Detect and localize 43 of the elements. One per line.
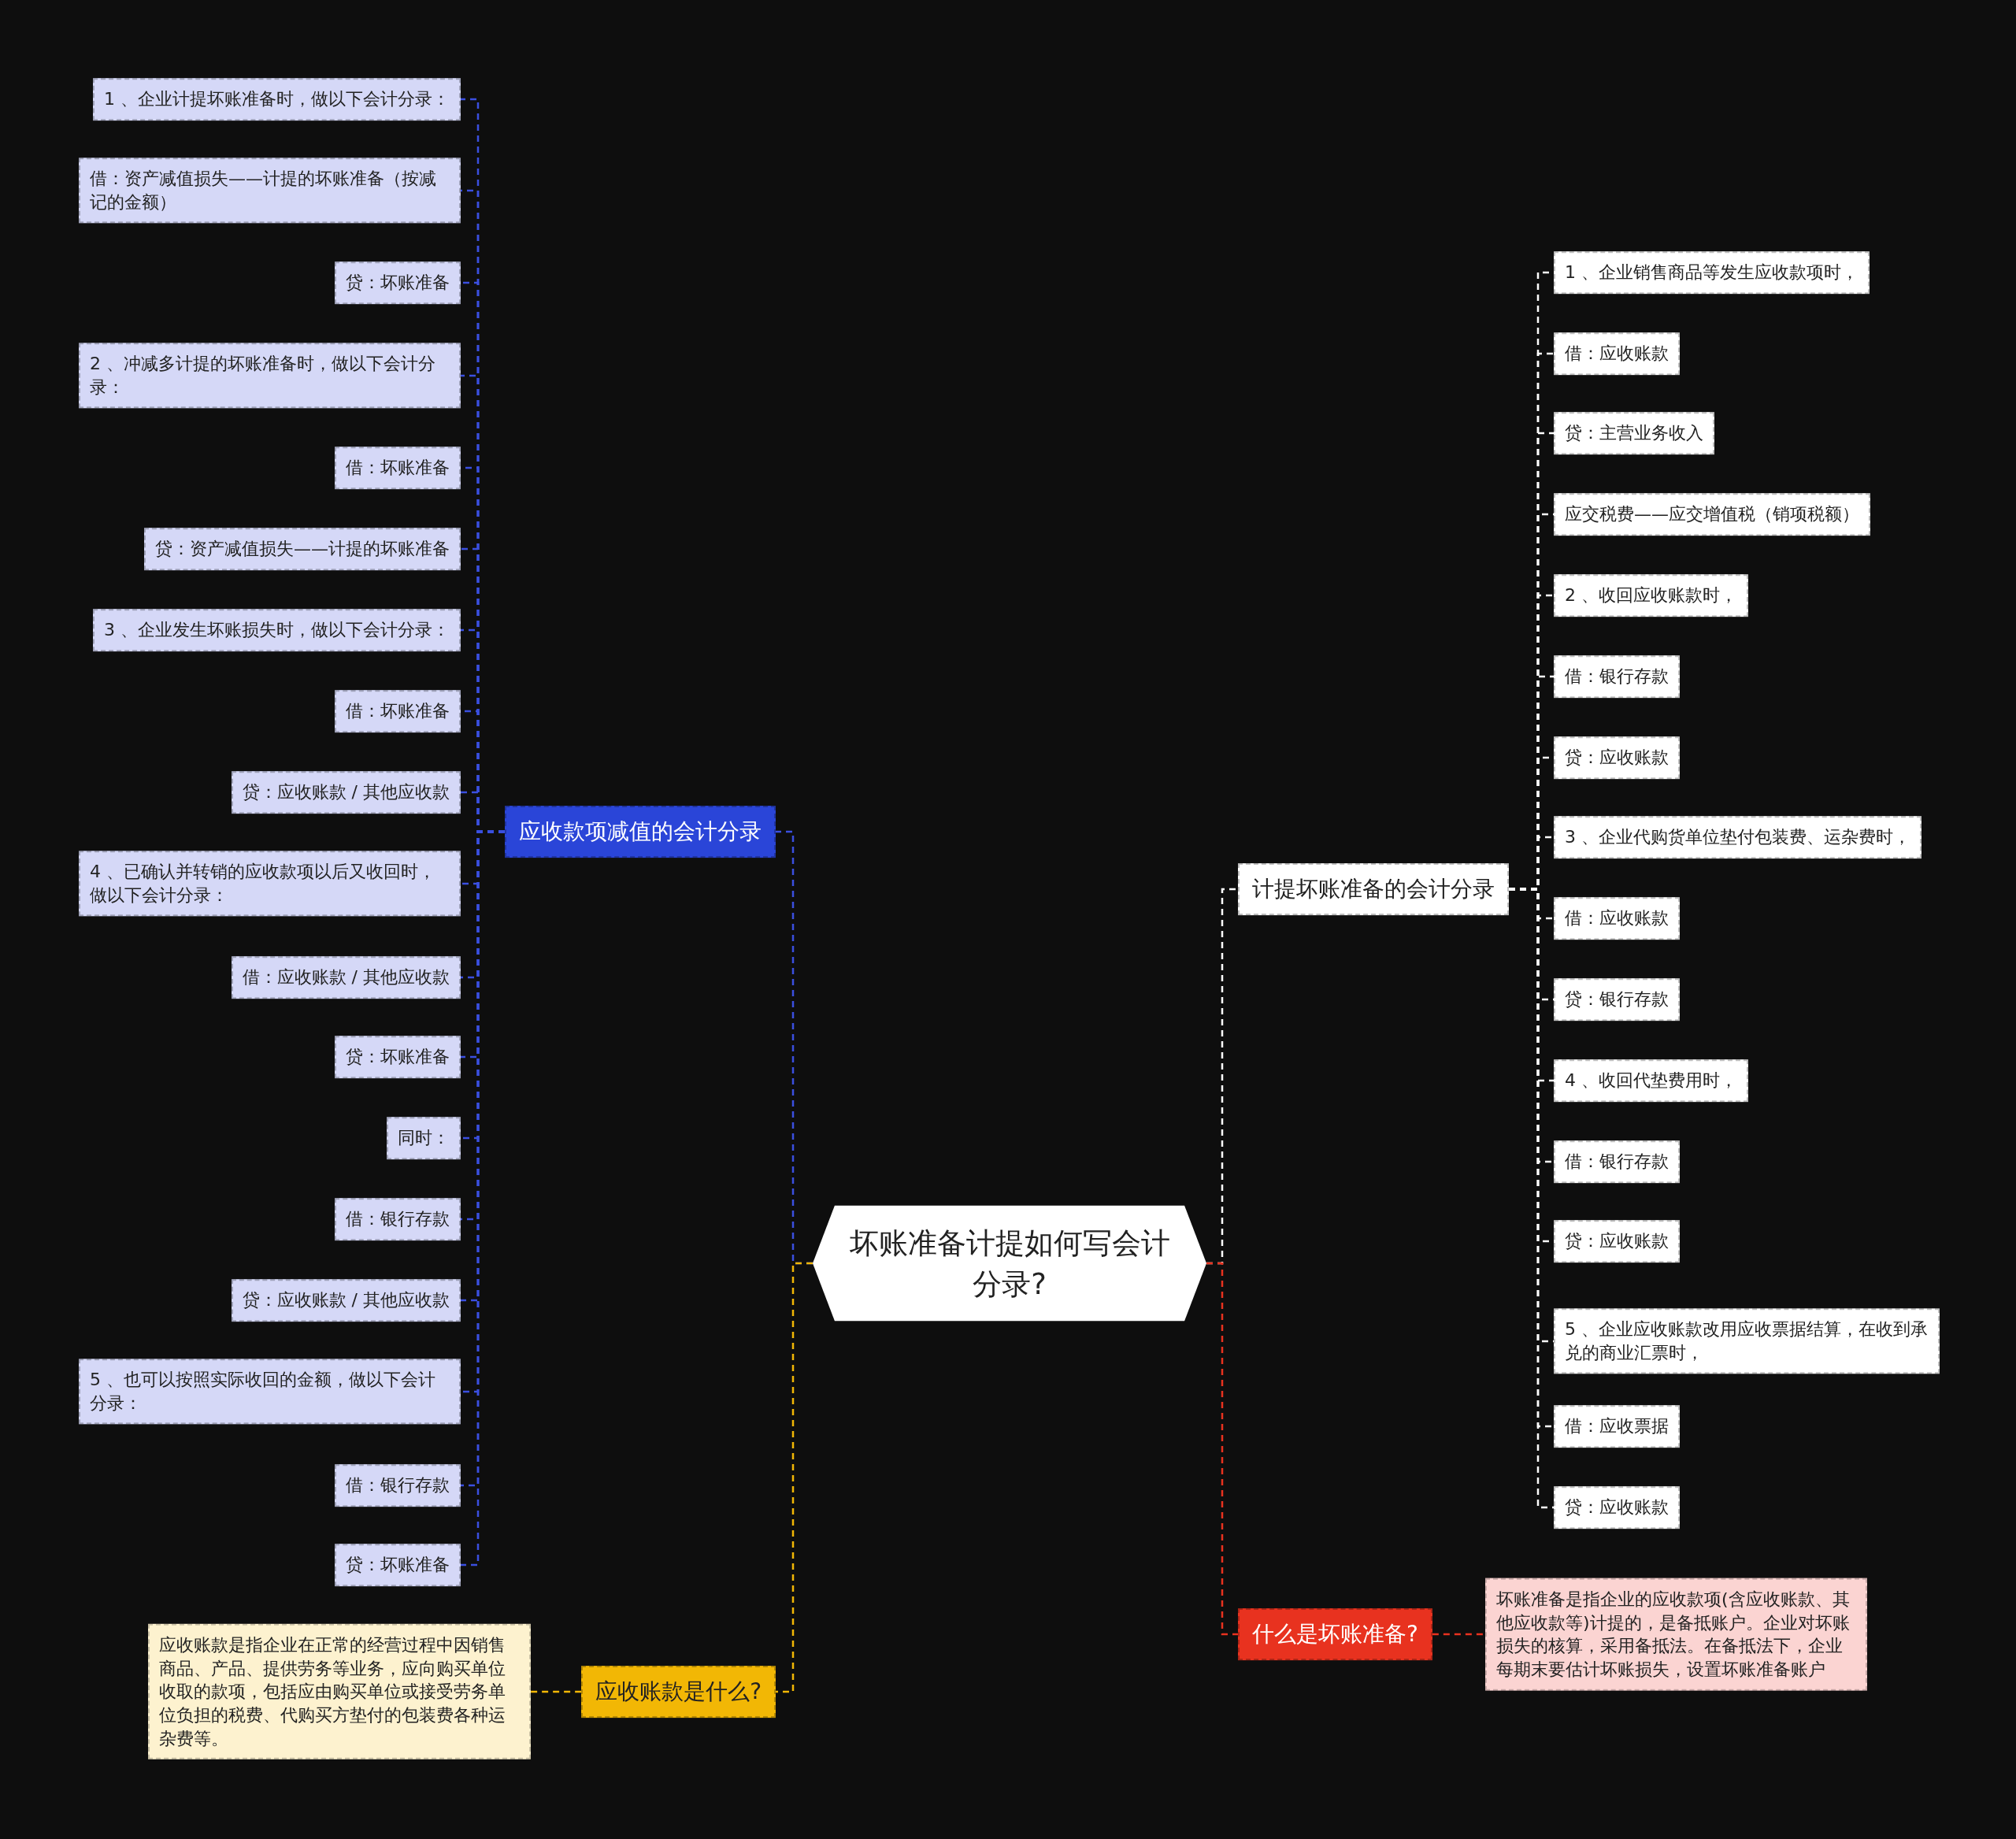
entry-box: 贷：坏账准备 bbox=[335, 261, 461, 304]
entry-box: 贷：应收账款 / 其他应收款 bbox=[231, 771, 461, 814]
entry-box: 借：应收账款 / 其他应收款 bbox=[231, 956, 461, 999]
branch-box: 什么是坏账准备? bbox=[1238, 1608, 1432, 1660]
branch-box: 计提坏账准备的会计分录 bbox=[1238, 863, 1509, 915]
entry-box: 借：银行存款 bbox=[335, 1464, 461, 1507]
note-box: 坏账准备是指企业的应收款项(含应收账款、其他应收款等)计提的，是备抵账户。企业对坏账损失的核算，采用备抵法。在备抵法下，企业每期末要估计坏账损失，设置坏账准备账户 bbox=[1485, 1578, 1867, 1691]
root-hexagon: 坏账准备计提如何写会计分录? bbox=[813, 1205, 1206, 1322]
entry-box: 贷：资产减值损失——计提的坏账准备 bbox=[144, 528, 461, 570]
connector-line bbox=[776, 1262, 813, 1693]
entry-box: 借：坏账准备 bbox=[335, 447, 461, 489]
entry-box: 借：应收账款 bbox=[1554, 332, 1680, 375]
entry-box: 贷：坏账准备 bbox=[335, 1036, 461, 1078]
entry-box: 贷：应收账款 bbox=[1554, 736, 1680, 779]
entry-box: 5 、也可以按照实际收回的金额，做以下会计分录： bbox=[79, 1359, 461, 1425]
entry-box: 5 、企业应收账款改用应收票据结算，在收到承兑的商业汇票时， bbox=[1554, 1308, 1940, 1374]
entry-box: 2 、冲减多计提的坏账准备时，做以下会计分录： bbox=[79, 343, 461, 409]
entry-box: 借：银行存款 bbox=[335, 1198, 461, 1240]
entry-box: 借：坏账准备 bbox=[335, 690, 461, 732]
entry-box: 借：资产减值损失——计提的坏账准备（按减记的金额） bbox=[79, 158, 461, 224]
entry-box: 贷：应收账款 / 其他应收款 bbox=[231, 1279, 461, 1322]
entry-box: 2 、收回应收账款时， bbox=[1554, 574, 1748, 617]
entry-box: 同时： bbox=[387, 1117, 461, 1159]
entry-box: 借：银行存款 bbox=[1554, 655, 1680, 698]
entry-box: 借：应收票据 bbox=[1554, 1405, 1680, 1448]
entry-box: 贷：应收账款 bbox=[1554, 1220, 1680, 1262]
connector-line bbox=[1206, 1262, 1238, 1636]
branch-box: 应收账款是什么? bbox=[581, 1666, 776, 1718]
entry-box: 3 、企业发生坏账损失时，做以下会计分录： bbox=[93, 609, 461, 651]
entry-box: 4 、已确认并转销的应收款项以后又收回时，做以下会计分录： bbox=[79, 851, 461, 917]
entry-box: 贷：主营业务收入 bbox=[1554, 412, 1714, 454]
entry-box: 贷：应收账款 bbox=[1554, 1486, 1680, 1529]
entry-box: 贷：银行存款 bbox=[1554, 978, 1680, 1021]
entry-box: 4 、收回代垫费用时， bbox=[1554, 1059, 1748, 1102]
entry-box: 3 、企业代购货单位垫付包装费、运杂费时， bbox=[1554, 816, 1922, 858]
note-box: 应收账款是指企业在正常的经营过程中因销售商品、产品、提供劳务等业务，应向购买单位收取的款项，包括应由购买单位或接受劳务单位负担的税费、代购买方垫付的包装费各种运杂费等。 bbox=[148, 1623, 531, 1760]
branch-box: 应收款项减值的会计分录 bbox=[505, 806, 776, 858]
entry-box: 1 、企业销售商品等发生应收款项时， bbox=[1554, 251, 1870, 294]
entry-box: 应交税费——应交增值税（销项税额） bbox=[1554, 493, 1870, 536]
entry-box: 1 、企业计提坏账准备时，做以下会计分录： bbox=[93, 78, 461, 120]
entry-box: 借：应收账款 bbox=[1554, 897, 1680, 940]
entry-box: 借：银行存款 bbox=[1554, 1140, 1680, 1183]
entry-box: 贷：坏账准备 bbox=[335, 1544, 461, 1586]
